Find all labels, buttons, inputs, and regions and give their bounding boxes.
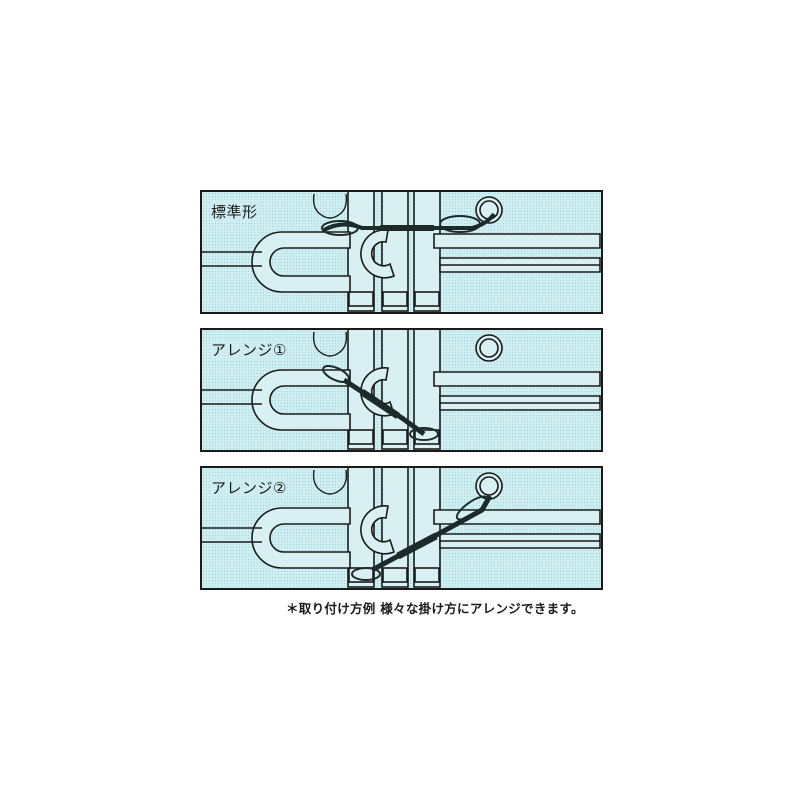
valve-crook (360, 229, 395, 279)
leadpipe (433, 233, 601, 249)
trumpet-illustration (202, 192, 601, 312)
strap-arrange-1 (322, 364, 439, 441)
panel-label: アレンジ① (211, 339, 287, 360)
diagram-panel-arrange-2: アレンジ② (200, 466, 603, 590)
panel-label: アレンジ② (211, 477, 287, 498)
strap-arrange-2 (351, 494, 493, 581)
diagram-panel-arrange-1: アレンジ① (200, 328, 603, 452)
main-tuning-slide (251, 231, 351, 293)
trumpet-illustration (202, 330, 601, 450)
trumpet-illustration (202, 468, 601, 588)
strap-standard (321, 212, 496, 236)
diagram-panel-standard: 標準形 (200, 190, 603, 314)
valve-casing-3 (413, 192, 441, 312)
valve-casing-2 (381, 192, 409, 312)
panel-label: 標準形 (211, 201, 258, 222)
caption-text: ＊取り付け方例 様々な掛け方にアレンジできます。 (286, 601, 584, 616)
